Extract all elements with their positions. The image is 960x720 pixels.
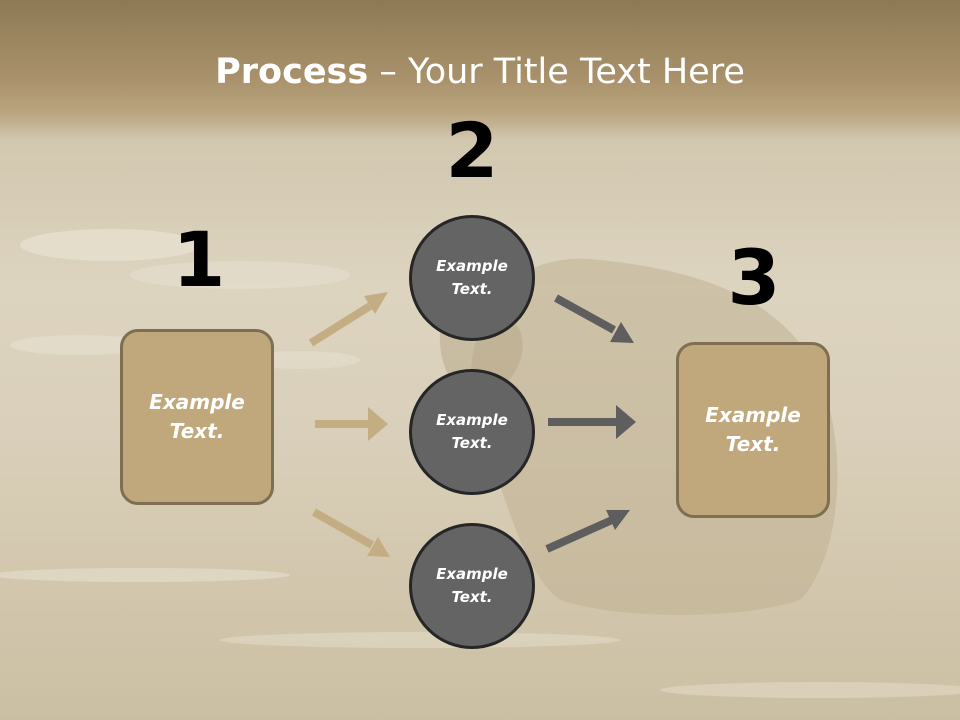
step-1-number: 1	[172, 215, 226, 304]
step-2-circle-middle[interactable]: Example Text.	[409, 369, 535, 495]
arrow-middle-to-3	[548, 405, 636, 439]
arrow-1-to-middle	[315, 407, 388, 441]
step-3-box[interactable]: Example Text.	[676, 342, 830, 518]
step-1-text: Example Text.	[149, 390, 245, 443]
step-2-circle-top-text: Example Text.	[436, 257, 508, 298]
cloud	[10, 335, 150, 355]
cloud	[130, 261, 350, 289]
slide-title: Process – Your Title Text Here	[0, 52, 960, 92]
step-2-circle-bottom-text: Example Text.	[436, 565, 508, 606]
title-bold: Process	[215, 52, 369, 92]
step-3-number: 3	[727, 233, 781, 322]
arrow-bottom-to-3	[545, 510, 630, 553]
step-2-circle-middle-text: Example Text.	[436, 411, 508, 452]
wave	[220, 632, 620, 648]
arrow-1-to-bottom	[312, 508, 390, 557]
step-2-number: 2	[445, 106, 499, 195]
title-band	[0, 0, 960, 140]
title-rest: – Your Title Text Here	[368, 52, 745, 92]
cloud	[20, 229, 200, 261]
step-2-circle-bottom[interactable]: Example Text.	[409, 523, 535, 649]
step-1-box[interactable]: Example Text.	[120, 329, 274, 505]
wave	[0, 568, 290, 582]
wave	[660, 682, 960, 698]
step-3-text: Example Text.	[705, 403, 801, 456]
arrow-top-to-3	[554, 294, 634, 343]
step-2-circle-top[interactable]: Example Text.	[409, 215, 535, 341]
arrow-1-to-top	[308, 292, 388, 347]
